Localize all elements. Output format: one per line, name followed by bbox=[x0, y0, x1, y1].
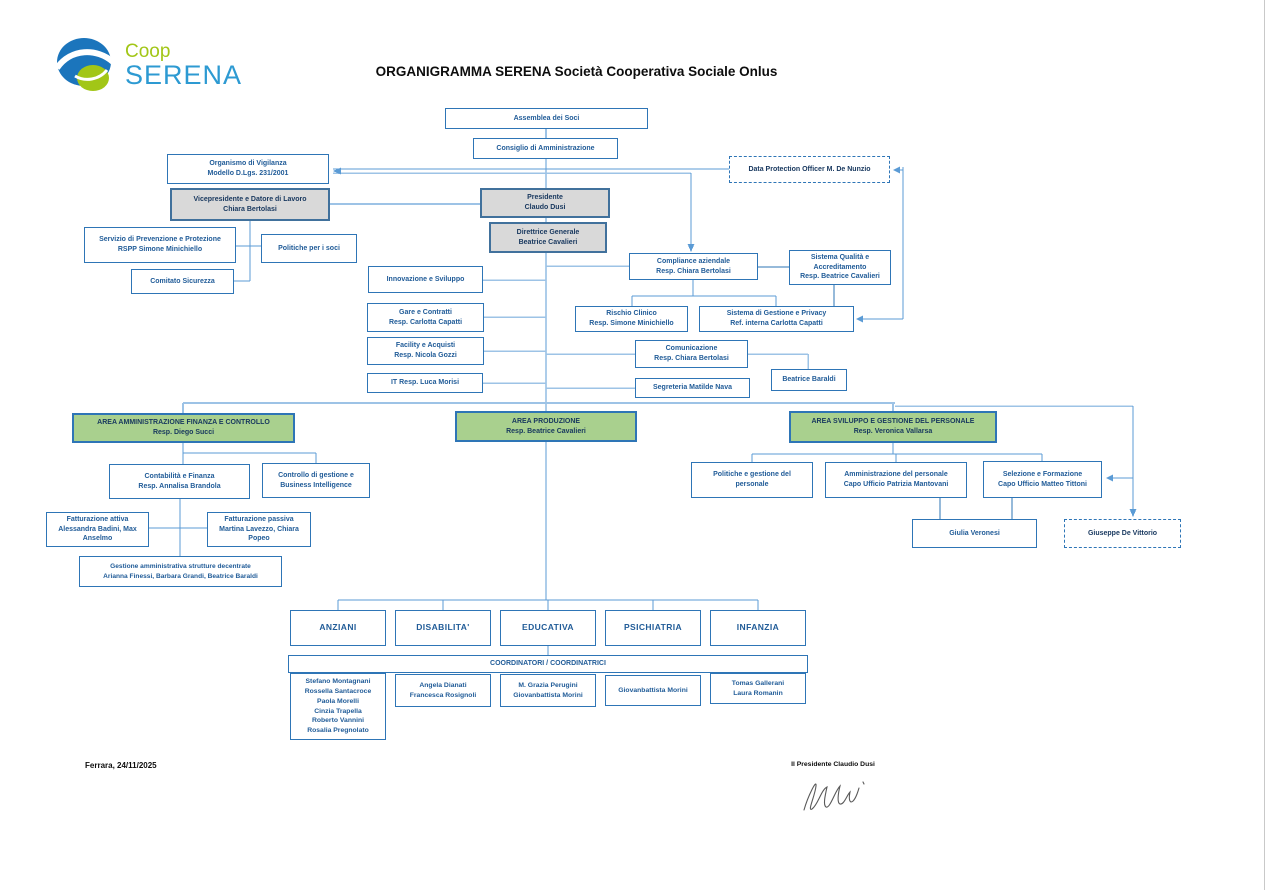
logo-coop-text: Coop bbox=[125, 40, 171, 62]
box-assemblea-dei-soci: Assemblea dei Soci bbox=[445, 108, 648, 129]
box-innovazione-sviluppo: Innovazione e Sviluppo bbox=[368, 266, 483, 293]
place-and-date: Ferrara, 24/11/2025 bbox=[85, 761, 157, 770]
box-giulia-veronesi: Giulia Veronesi bbox=[912, 519, 1037, 548]
box-coordinatori-psichiatria: Giovanbattista Morini bbox=[605, 675, 701, 706]
logo-wordmark: Coop SERENA bbox=[125, 42, 242, 89]
page-title: ORGANIGRAMMA SERENA Società Cooperativa … bbox=[375, 64, 778, 79]
box-sector-psichiatria: PSICHIATRIA bbox=[605, 610, 701, 646]
box-area-amministrazione-finanza-controllo: AREA AMMINISTRAZIONE FINANZA E CONTROLLO… bbox=[72, 413, 295, 443]
box-politiche-per-i-soci: Politiche per i soci bbox=[261, 234, 357, 263]
box-sector-disabilita: DISABILITA' bbox=[395, 610, 491, 646]
box-giuseppe-de-vittorio: Giuseppe De Vittorio bbox=[1064, 519, 1181, 548]
box-sector-infanzia: INFANZIA bbox=[710, 610, 806, 646]
box-segreteria: Segreteria Matilde Nava bbox=[635, 378, 750, 398]
box-gestione-amministrativa-strutture: Gestione amministrativa strutture decent… bbox=[79, 556, 282, 587]
box-comitato-sicurezza: Comitato Sicurezza bbox=[131, 269, 234, 294]
connectors bbox=[149, 129, 1137, 655]
logo-serena-text: SERENA bbox=[125, 59, 243, 90]
page-edge-line bbox=[1264, 0, 1265, 890]
logo-swirl-icon bbox=[55, 38, 115, 91]
president-signature-label: Il Presidente Claudio Dusi bbox=[791, 761, 875, 768]
box-consiglio-di-amministrazione: Consiglio di Amministrazione bbox=[473, 138, 618, 159]
box-sector-educativa: EDUCATIVA bbox=[500, 610, 596, 646]
president-signature-image bbox=[803, 781, 865, 811]
box-sector-anziani: ANZIANI bbox=[290, 610, 386, 646]
box-coordinatori-header: COORDINATORI / COORDINATRICI bbox=[288, 655, 808, 673]
coop-serena-logo: Coop SERENA bbox=[55, 36, 242, 94]
box-beatrice-baraldi: Beatrice Baraldi bbox=[771, 369, 847, 391]
box-data-protection-officer: Data Protection Officer M. De Nunzio bbox=[729, 156, 890, 183]
box-it: IT Resp. Luca Morisi bbox=[367, 373, 483, 393]
